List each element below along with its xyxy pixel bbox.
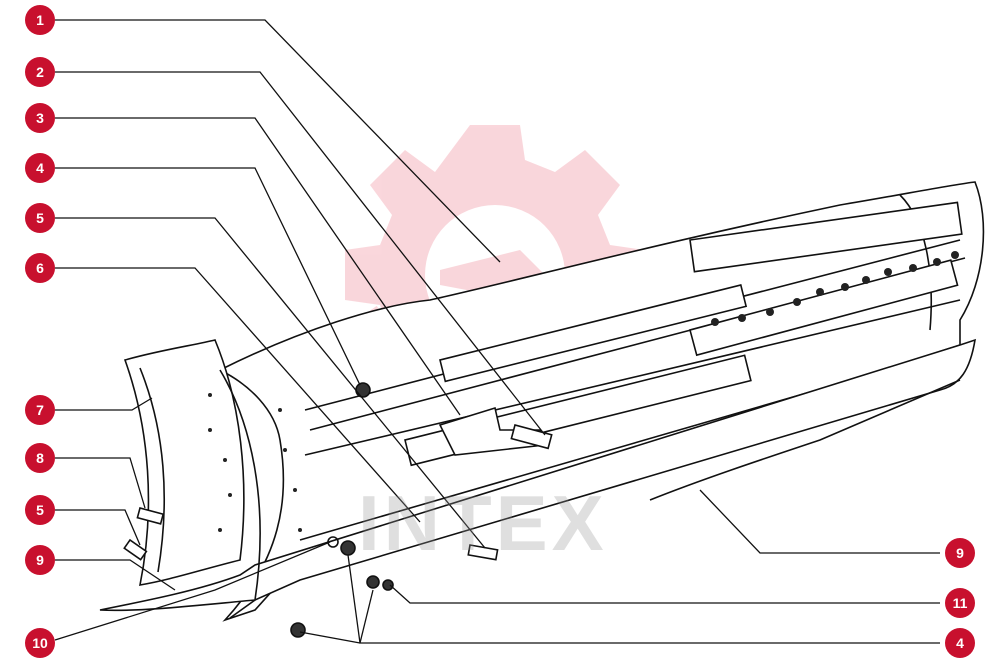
blade-assembly	[99, 181, 985, 638]
leader-lines	[54, 19, 940, 644]
callout-11: 11	[945, 588, 975, 618]
callout-5-lower: 5	[25, 495, 55, 525]
callout-8: 8	[25, 443, 55, 473]
callout-9-left: 9	[25, 545, 55, 575]
callout-1: 1	[25, 5, 55, 35]
callout-6: 6	[25, 253, 55, 283]
callout-4: 4	[25, 153, 55, 183]
callout-2: 2	[25, 57, 55, 87]
callout-9-right: 9	[945, 538, 975, 568]
callout-3: 3	[25, 103, 55, 133]
callout-5: 5	[25, 203, 55, 233]
callout-4-right: 4	[945, 628, 975, 658]
callout-7: 7	[25, 395, 55, 425]
bolt-holes	[208, 251, 959, 532]
watermark-text: INTEX	[358, 479, 608, 567]
callout-10: 10	[25, 628, 55, 658]
